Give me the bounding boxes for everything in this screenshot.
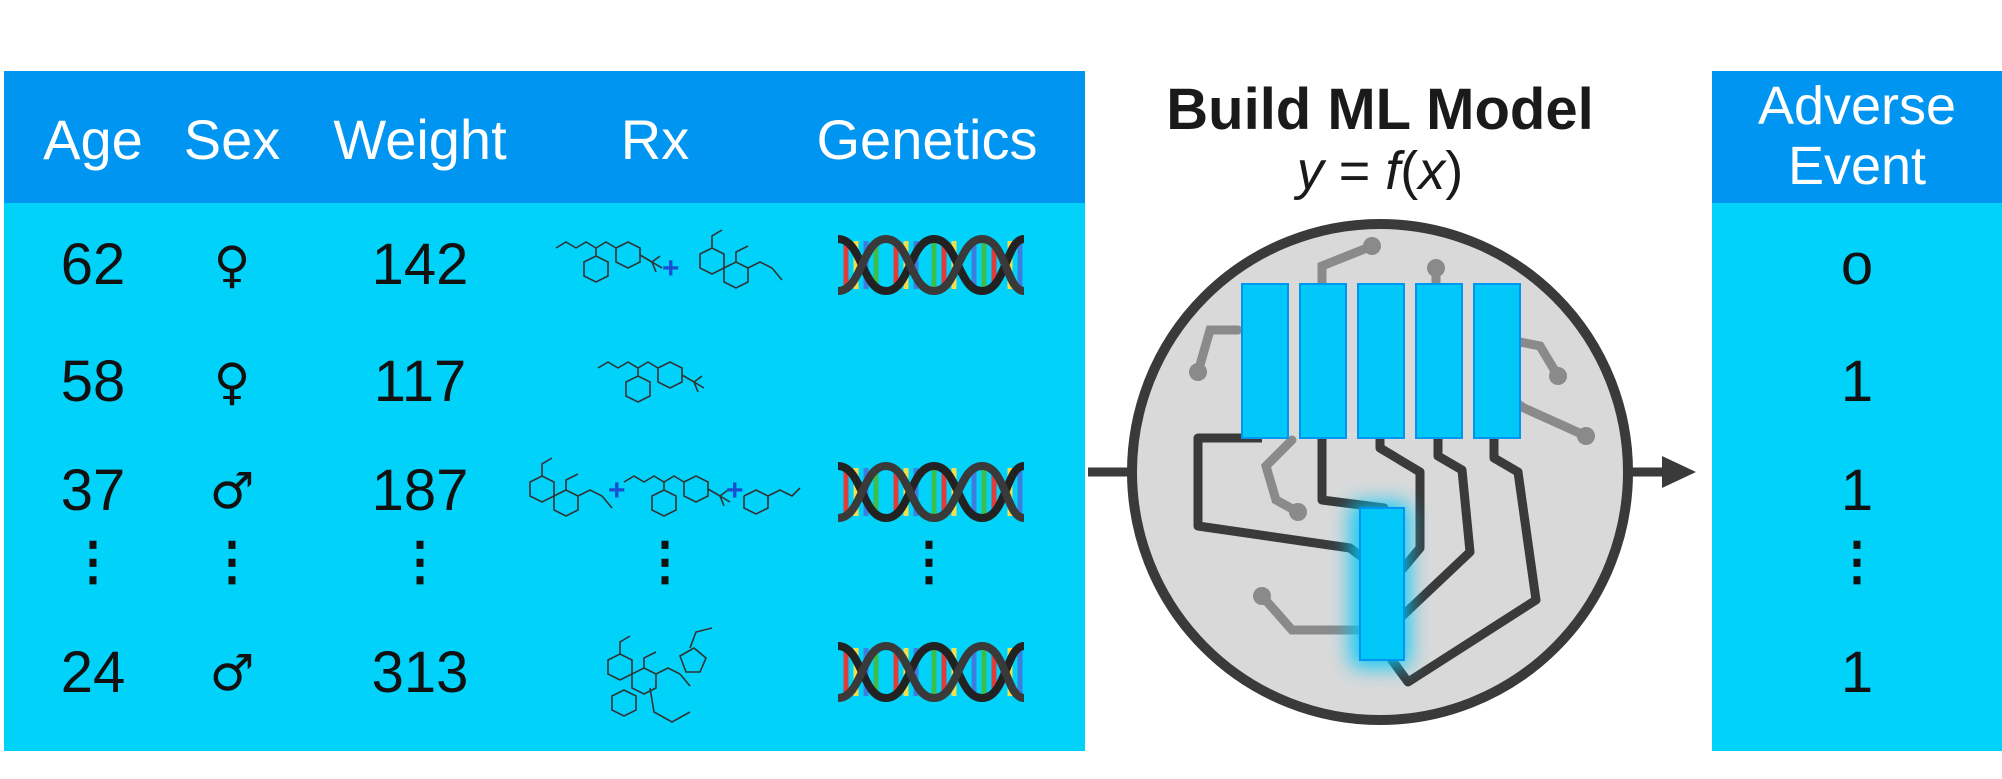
ellipsis: ⋮ [1831, 533, 1883, 591]
col-header-sex: Sex [183, 108, 281, 171]
cell-age: 58 [60, 349, 126, 414]
cell-weight: 313 [371, 640, 469, 705]
col-header-age: Age [43, 108, 143, 171]
svg-text:+: + [662, 252, 680, 285]
table-header-bar [4, 71, 1085, 203]
model-title: Build ML Model [1166, 77, 1594, 142]
male-icon: ♂ [209, 462, 255, 520]
cell-age: 24 [60, 640, 126, 705]
col-header-weight: Weight [333, 108, 507, 171]
outcome-header: Adverse Event [1712, 76, 2002, 196]
female-icon: ♀ [213, 353, 251, 411]
male-icon: ♂ [209, 644, 255, 702]
outcome-value: 1 [1840, 458, 1874, 523]
outcome-header-bar [1712, 71, 2002, 203]
model-node [1415, 283, 1463, 439]
molecule-icon [743, 489, 769, 515]
model-node [1357, 283, 1405, 439]
outcome-value: 1 [1840, 349, 1874, 414]
arrow-head [1662, 456, 1696, 488]
col-header-rx: Rx [620, 108, 690, 171]
svg-text:+: + [726, 474, 744, 507]
output-node [1359, 507, 1405, 661]
cell-weight: 142 [371, 232, 469, 297]
cell-weight: 187 [371, 458, 469, 523]
outcome-header-line1: Adverse [1757, 76, 1957, 136]
cell-weight: 117 [373, 349, 467, 414]
outcome-body [1712, 203, 2002, 751]
model-node [1473, 283, 1521, 439]
col-header-genetics: Genetics [816, 108, 1038, 171]
model-node [1299, 283, 1347, 439]
outcome-value: o [1840, 232, 1874, 297]
outcome-header-line2: Event [1787, 136, 1927, 196]
cell-age: 37 [60, 458, 126, 523]
cell-age: 62 [60, 232, 126, 297]
svg-text:+: + [608, 474, 626, 507]
female-icon: ♀ [213, 236, 251, 294]
outcome-value: 1 [1840, 640, 1874, 705]
model-node [1241, 283, 1289, 439]
model-equation: y = f(x) [1296, 141, 1464, 201]
